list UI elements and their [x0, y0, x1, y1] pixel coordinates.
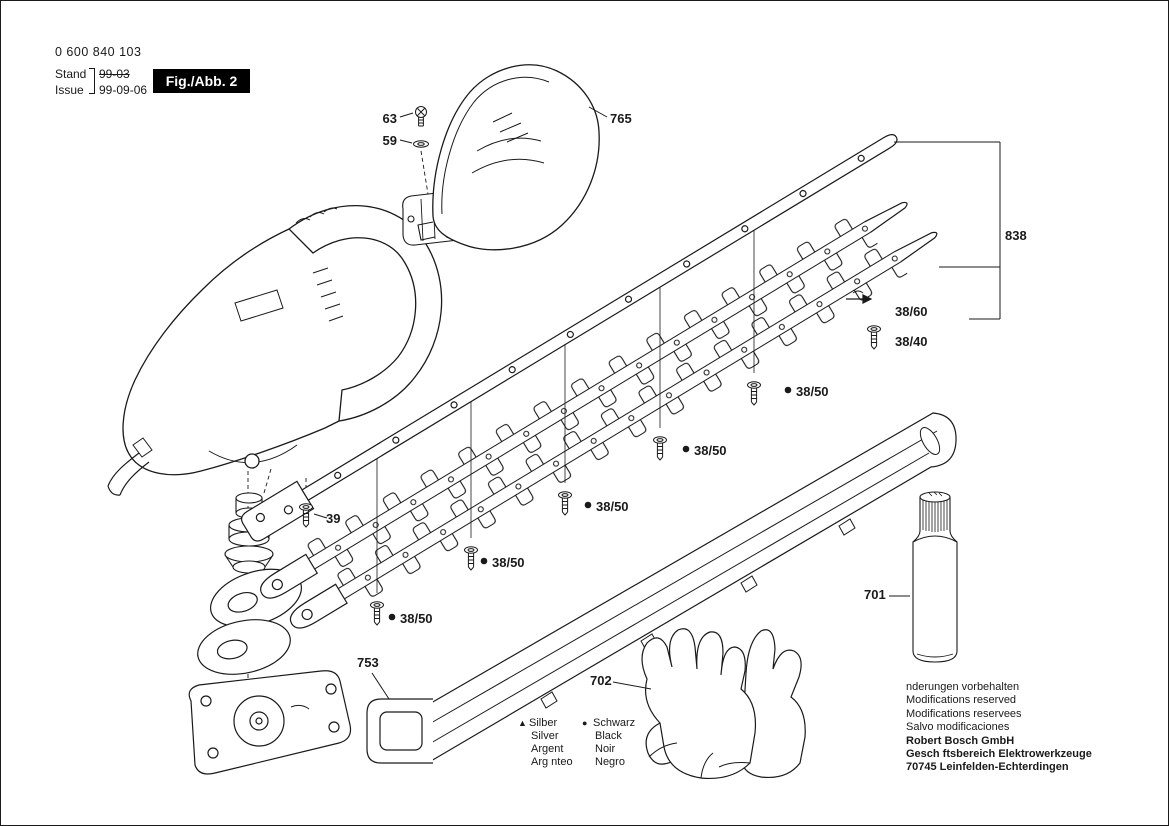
company-address: 70745 Leinfelden-Echterdingen [906, 761, 1069, 774]
blade-scabbard [366, 412, 957, 764]
callout-59: 59 [382, 133, 397, 148]
issue-label: Issue [55, 83, 84, 97]
hand-guard [417, 64, 600, 251]
stand-date: 99-03 [99, 67, 130, 81]
clip-38-60 [846, 290, 873, 304]
legend-argenteo: Arg nteo [531, 756, 573, 768]
callout-63: 63 [382, 111, 397, 126]
figure-box: Fig./Abb. 2 [153, 69, 250, 93]
imprint-fr: Modifications reservees [906, 707, 1022, 720]
date-brace [89, 68, 95, 94]
callout-701: 701 [864, 587, 886, 602]
stand-label: Stand [55, 67, 87, 81]
callout-38-50-3: 38/50 [596, 499, 629, 514]
callout-838: 838 [1005, 228, 1027, 243]
imprint-block: nderungen vorbehalten Modifications rese… [906, 681, 1156, 775]
imprint-de: nderungen vorbehalten [906, 681, 1020, 693]
washer-59 [413, 140, 429, 148]
screw-38-40 [867, 325, 881, 350]
callout-39: 39 [326, 511, 341, 526]
triangle-marker: ▲ [518, 718, 527, 728]
callout-38-60: 38/60 [895, 304, 928, 319]
callout-38-50-4: 38/50 [694, 443, 727, 458]
alignment-lines [376, 230, 755, 593]
callout-702: 702 [590, 673, 612, 688]
screw-38-50-5 [747, 381, 761, 406]
legend-negro: Negro [595, 756, 625, 768]
screw-38-50-1 [370, 601, 384, 626]
callout-lines [313, 106, 1001, 700]
callout-38-50-1: 38/50 [400, 611, 433, 626]
base-plate [188, 670, 352, 775]
imprint-en: Modifications reserved [906, 694, 1017, 707]
issue-date: 99-09-06 [99, 83, 148, 97]
callout-765: 765 [610, 111, 632, 126]
legend-black: Black [595, 730, 622, 742]
callout-753: 753 [357, 655, 379, 670]
legend-noir: Noir [595, 743, 616, 755]
legend-silber: Silber [529, 717, 558, 729]
black-dot-markers [388, 386, 792, 621]
legend-schwarz: Schwarz [593, 717, 636, 729]
callout-38-40: 38/40 [895, 334, 928, 349]
support-bar [240, 134, 898, 542]
dot-marker: ● [582, 718, 588, 728]
figure-label: Fig./Abb. 2 [165, 73, 238, 89]
company-name: Robert Bosch GmbH [906, 734, 1015, 747]
screw-63 [415, 106, 427, 127]
company-division: Gesch ftsbereich Elektrowerkzeuge [906, 748, 1092, 761]
screw-38-50-4 [653, 436, 667, 461]
color-legend-silver: ▲Silber Silver Argent Arg nteo [518, 717, 573, 769]
callout-38-50-2: 38/50 [492, 555, 525, 570]
motor-housing [107, 204, 443, 496]
screw-38-50-2 [464, 546, 478, 571]
color-legend-black: ● Schwarz Black Noir Negro [582, 717, 635, 769]
imprint-es: Salvo modificaciones [906, 721, 1010, 734]
part-number: 0 600 840 103 [55, 45, 142, 59]
legend-argent: Argent [531, 743, 564, 755]
callout-38-50-5: 38/50 [796, 384, 829, 399]
screw-38-50-3 [558, 491, 572, 516]
oil-bottle [912, 491, 958, 663]
legend-silver: Silver [531, 730, 559, 742]
work-gloves [641, 628, 806, 780]
